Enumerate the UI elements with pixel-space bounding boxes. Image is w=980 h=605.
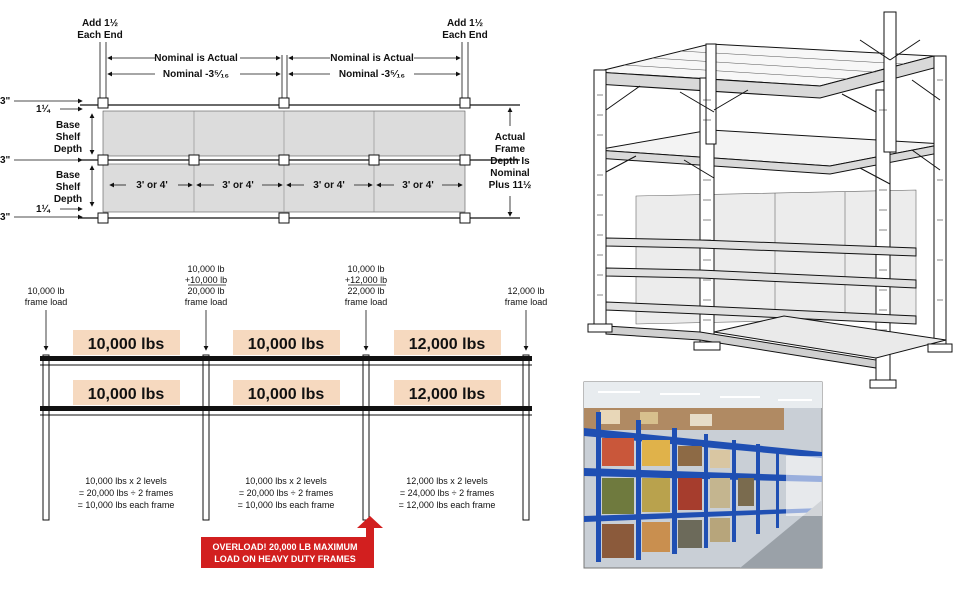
base-shelf-depth-b1: Base [56, 170, 80, 181]
inch-label-bottom: 3" [0, 212, 11, 223]
plan-view-diagram: Add 1½ Each End Add 1½ Each End Nominal … [0, 18, 532, 224]
add-left-line1: Add 1½ [82, 18, 118, 29]
nominal-actual-right: Nominal is Actual [330, 53, 414, 64]
frame-upright-4 [522, 354, 530, 521]
base-shelf-depth-b2: Shelf [56, 182, 81, 193]
frame-load-label-2a: 10,000 lb [187, 264, 224, 274]
svg-text:10,000 lbs: 10,000 lbs [248, 386, 325, 403]
inch-label-top: 3" [0, 96, 11, 107]
frame-upright-3 [362, 354, 370, 521]
nominal-minus-right: Nominal -3⁵⁄₁₆ [339, 69, 405, 80]
frame-upright-2 [202, 354, 210, 521]
frame-load-label-3b: +12,000 lb [345, 275, 387, 285]
calc-1-line1: 10,000 lbs x 2 levels [85, 476, 167, 486]
load-box-top-2: 10,000 lbs [233, 330, 340, 355]
svg-text:3' or 4': 3' or 4' [402, 180, 433, 191]
frame-load-label-3a: 10,000 lb [347, 264, 384, 274]
quarter-label-bottom: 1¼ [36, 204, 51, 215]
svg-text:12,000 lbs: 12,000 lbs [409, 336, 486, 353]
frame-load-label-3d: frame load [345, 297, 388, 307]
frame-load-label-4b: frame load [505, 297, 548, 307]
add-right-line1: Add 1½ [447, 18, 483, 29]
base-shelf-depth-a1: Base [56, 120, 80, 131]
svg-text:OVERLOAD! 20,000 LB MAXIMUM: OVERLOAD! 20,000 LB MAXIMUM [212, 542, 357, 552]
calc-2-line2: = 20,000 lbs ÷ 2 frames [239, 488, 334, 498]
svg-text:3' or 4': 3' or 4' [313, 180, 344, 191]
actual-frame-4: Nominal [490, 168, 530, 179]
frame-load-label-1b: frame load [25, 297, 68, 307]
frame-load-label-2b: +10,000 lb [185, 275, 227, 285]
load-box-bottom-3: 12,000 lbs [394, 380, 501, 405]
add-left-line2: Each End [77, 30, 123, 41]
svg-text:LOAD ON HEAVY DUTY FRAMES: LOAD ON HEAVY DUTY FRAMES [214, 554, 356, 564]
overload-warning: OVERLOAD! 20,000 LB MAXIMUM LOAD ON HEAV… [201, 516, 383, 568]
load-diagram: 10,000 lb frame load 10,000 lb +10,000 l… [25, 264, 548, 568]
actual-frame-2: Frame [495, 144, 525, 155]
nominal-minus-left: Nominal -3⁵⁄₁₆ [163, 69, 229, 80]
calc-1-line3: = 10,000 lbs each frame [78, 500, 175, 510]
svg-text:3' or 4': 3' or 4' [222, 180, 253, 191]
svg-text:10,000 lbs: 10,000 lbs [88, 336, 165, 353]
beam-lower [40, 406, 532, 411]
frame-load-label-2c: 20,000 lb [187, 286, 224, 296]
svg-text:3' or 4': 3' or 4' [136, 180, 167, 191]
svg-text:10,000 lbs: 10,000 lbs [248, 336, 325, 353]
calc-3-line3: = 12,000 lbs each frame [399, 500, 496, 510]
add-right-line2: Each End [442, 30, 488, 41]
bay-width-row: 3' or 4' 3' or 4' 3' or 4' 3' or 4' [109, 180, 463, 191]
load-box-top-3: 12,000 lbs [394, 330, 501, 355]
load-box-bottom-2: 10,000 lbs [233, 380, 340, 405]
base-shelf-depth-b3: Depth [54, 194, 82, 205]
rack-illustration [580, 0, 980, 400]
beam-upper [40, 356, 532, 361]
svg-text:10,000 lbs: 10,000 lbs [88, 386, 165, 403]
calc-1-line2: = 20,000 lbs ÷ 2 frames [79, 488, 174, 498]
store-photo [583, 381, 823, 569]
base-shelf-depth-a3: Depth [54, 144, 82, 155]
nominal-actual-left: Nominal is Actual [154, 53, 238, 64]
load-box-bottom-1: 10,000 lbs [73, 380, 180, 405]
frame-load-label-2d: frame load [185, 297, 228, 307]
frame-upright-1 [42, 354, 50, 521]
inch-label-mid: 3" [0, 155, 11, 166]
actual-frame-1: Actual [495, 132, 526, 143]
calc-2-line3: = 10,000 lbs each frame [238, 500, 335, 510]
actual-frame-3: Depth Is [490, 156, 530, 167]
actual-frame-5: Plus 11½ [489, 180, 532, 191]
frame-load-label-1a: 10,000 lb [27, 286, 64, 296]
frame-load-label-4a: 12,000 lb [507, 286, 544, 296]
svg-text:12,000 lbs: 12,000 lbs [409, 386, 486, 403]
frame-load-label-3c: 22,000 lb [347, 286, 384, 296]
base-shelf-depth-a2: Shelf [56, 132, 81, 143]
load-box-top-1: 10,000 lbs [73, 330, 180, 355]
calc-3-line1: 12,000 lbs x 2 levels [406, 476, 488, 486]
calc-3-line2: = 24,000 lbs ÷ 2 frames [400, 488, 495, 498]
calc-2-line1: 10,000 lbs x 2 levels [245, 476, 327, 486]
quarter-label-top: 1¼ [36, 104, 51, 115]
